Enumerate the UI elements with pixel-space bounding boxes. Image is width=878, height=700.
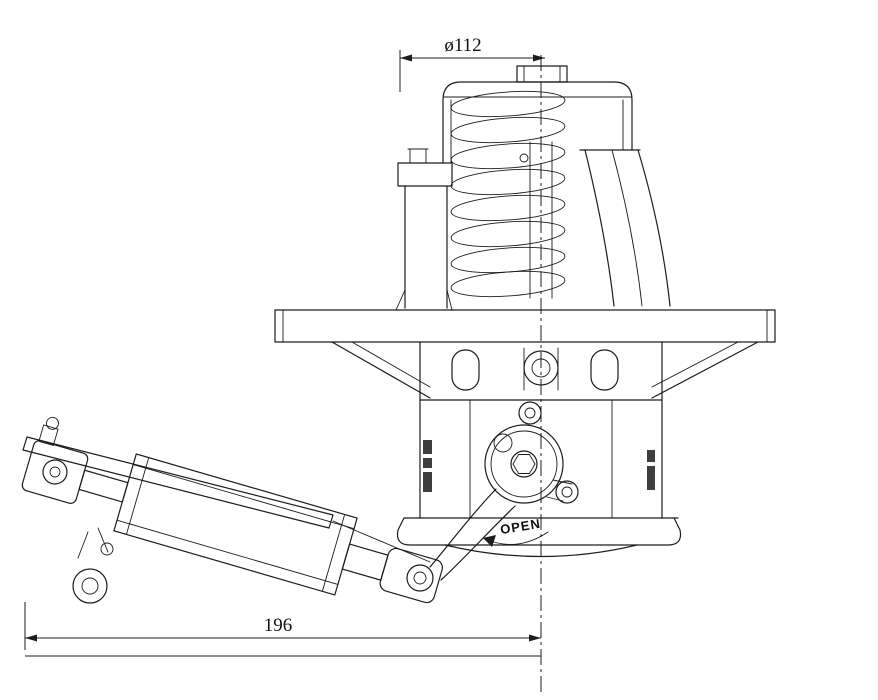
hub-circle [510,450,538,478]
right-cone-support [579,149,671,307]
cylinder-bottom-eye [72,527,114,604]
mount-slot-right [590,349,619,391]
diameter-dimension-text: ø112 [444,35,481,56]
cam-lobe-hole [493,433,513,453]
center-hole-inner [531,358,551,378]
mount-slot-left [451,349,480,391]
bottom-length-dimension: 196 [24,602,541,657]
right-lug-inner [561,486,573,498]
eye-ring-outer [72,568,108,604]
body-top-bolt [518,401,542,425]
eye-bracket-bolt [100,542,114,556]
left-gusset [331,341,431,399]
rear-clevis-pin-outer [42,459,68,485]
cam-mechanism [484,424,579,504]
open-label: OPEN [499,516,542,537]
lip-bolt [409,148,427,164]
release-lever [406,488,516,592]
arrowhead-left [400,54,412,62]
arrowhead-right [533,54,545,62]
link-bar [22,436,431,563]
cast-marking-right [647,450,655,490]
spring-cover [442,81,633,164]
vent-hole [519,153,529,163]
left-housing [395,148,453,311]
housing-lip [397,162,453,187]
base-skirt [396,517,682,558]
arrowhead-left [25,634,37,642]
cam-disc-inner [490,430,558,498]
rear-clevis-pin-inner [49,466,61,478]
length-dimension-text: 196 [264,615,293,636]
eye-ring-inner [81,577,99,595]
right-gusset [651,341,759,399]
lever-pivot-inner [413,571,427,585]
skirt-bottom-arc [444,544,638,558]
upper-body [419,341,663,401]
hydraulic-cylinder [21,416,443,604]
grease-pin-body [38,424,59,446]
arrowhead-right [529,634,541,642]
open-arrowhead [483,535,496,547]
cylinder-barrel [113,453,358,596]
rear-clevis [21,440,89,504]
lever-pivot-outer [406,564,434,592]
top-boss [516,65,568,83]
top-diameter-dimension: ø112 [399,35,545,92]
cast-marking-left [423,440,432,492]
front-rod-clevis [379,547,443,604]
cam-disc-outer [484,424,564,504]
grease-pin-head [46,416,59,430]
flange-plate [274,309,776,343]
hex-bolt [512,454,536,474]
main-body [419,399,663,519]
coil-spring [450,90,566,299]
right-lug-outer [555,480,579,504]
open-indicator: OPEN [483,516,549,547]
piston-rod [341,543,389,581]
